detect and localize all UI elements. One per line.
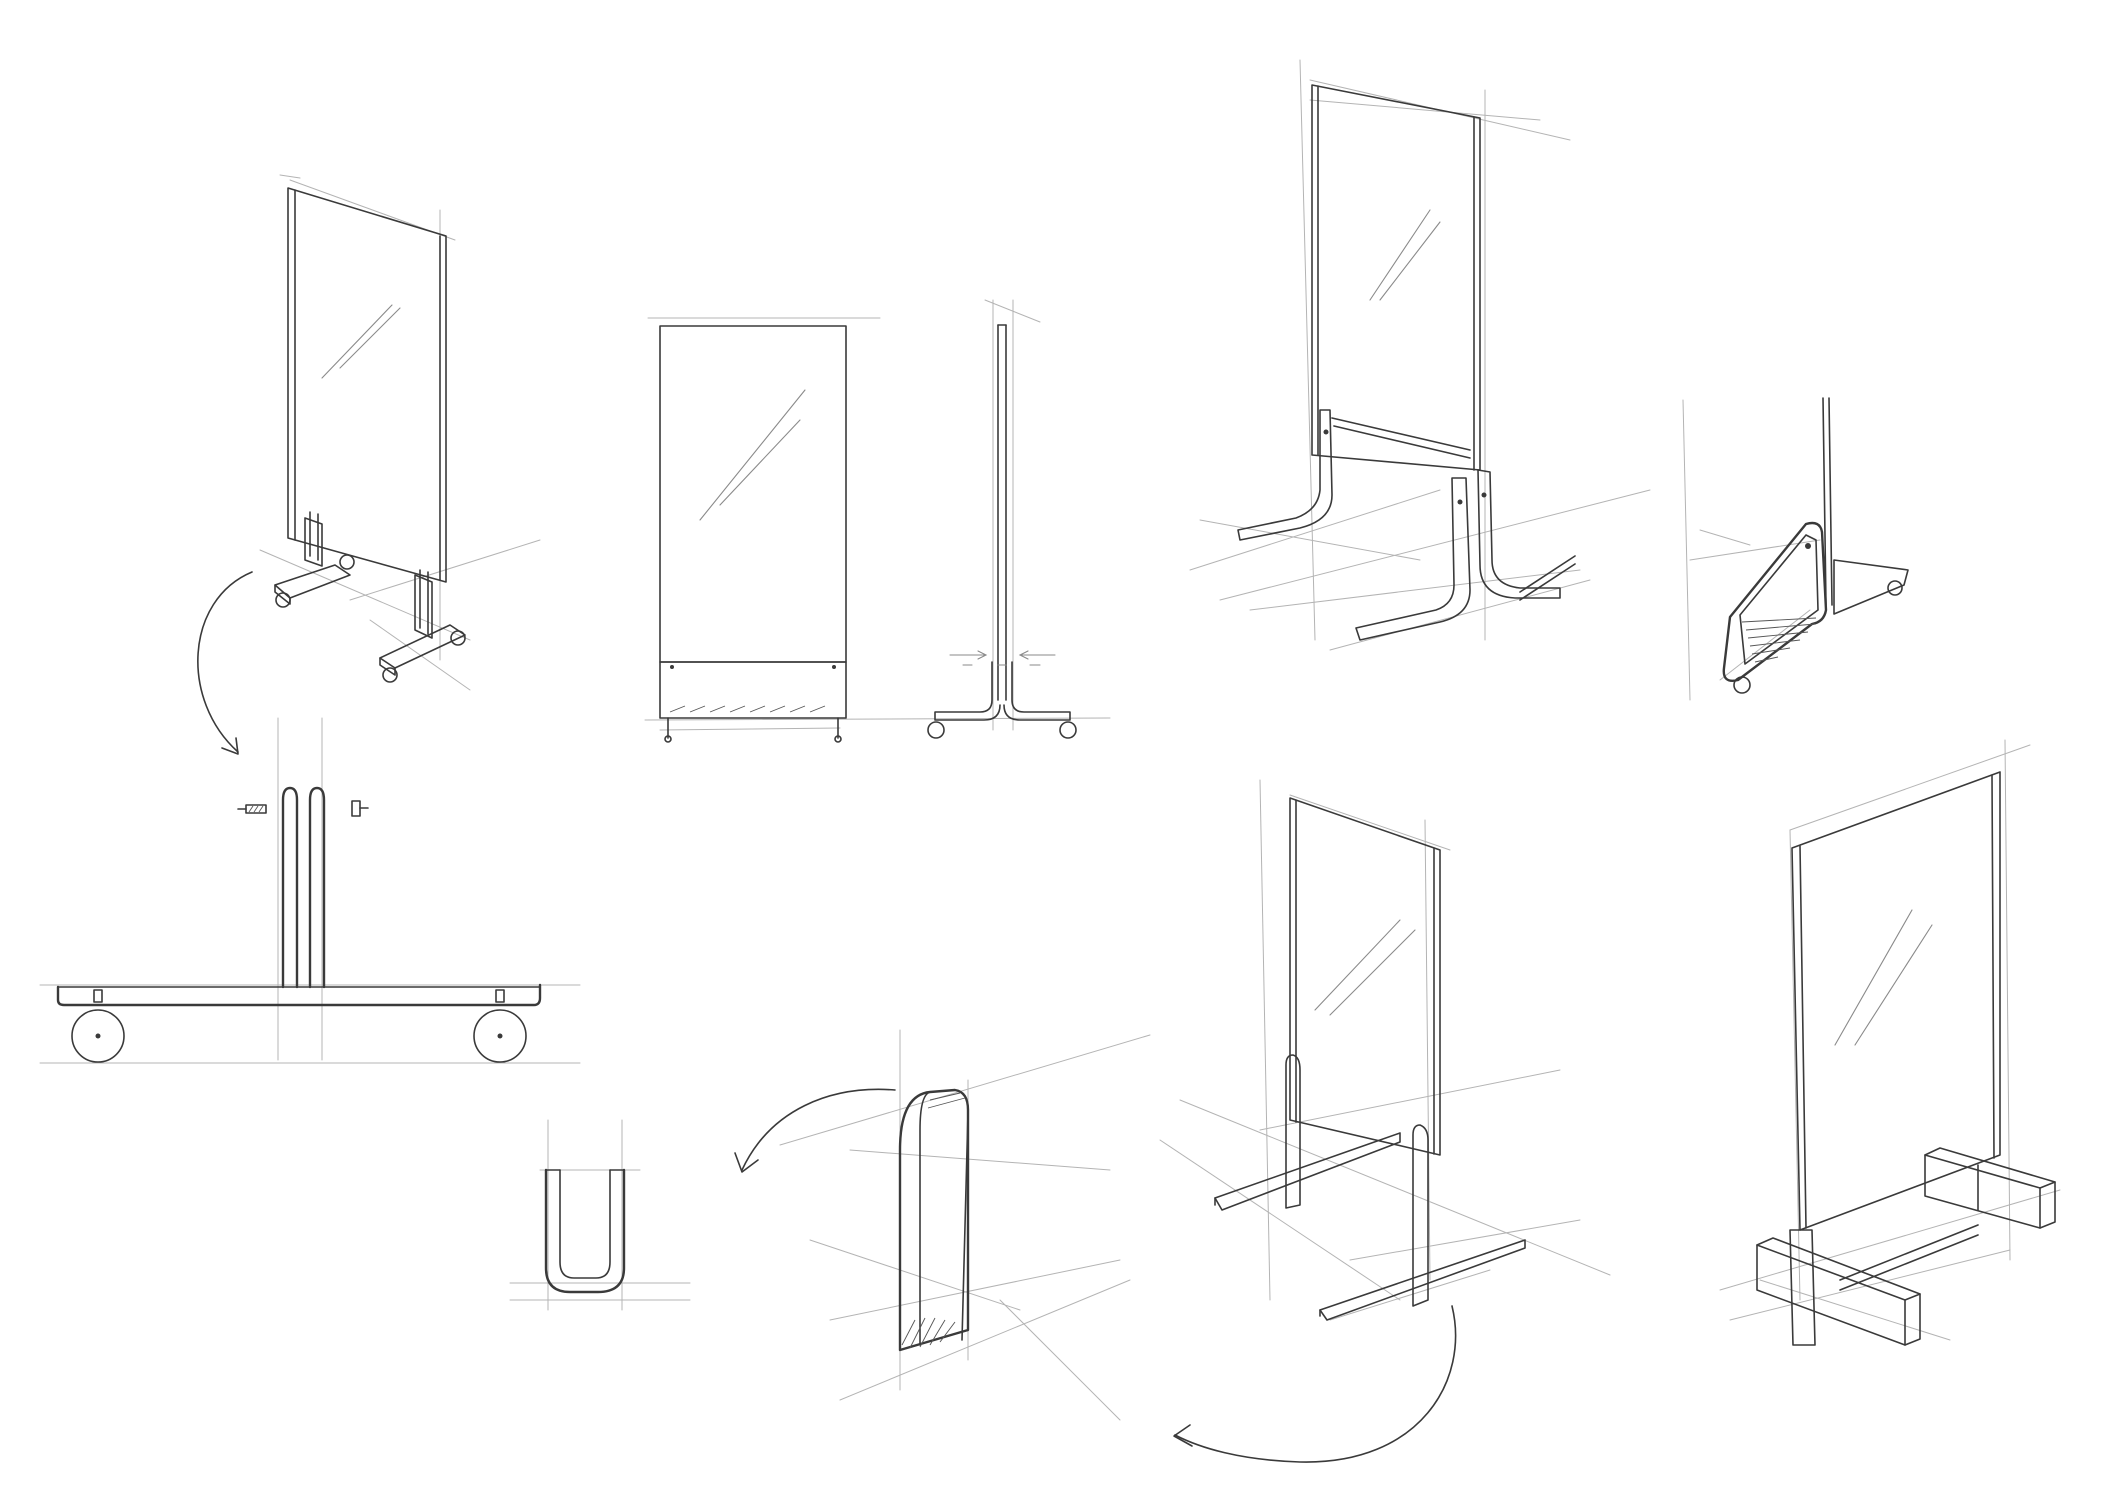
front-elevation-base-with-wheels	[39, 717, 581, 1064]
front-elevation-screen	[644, 317, 1111, 743]
detail-rounded-upright	[779, 1029, 1151, 1421]
curved-arrow-bottom	[1173, 1305, 1457, 1463]
perspective-screen-on-casters	[259, 174, 541, 691]
section-u-profile	[509, 1119, 691, 1311]
curved-arrow-middle	[734, 1088, 896, 1173]
curved-arrow-left	[197, 571, 253, 755]
side-elevation-screen	[927, 299, 1077, 739]
detail-triangular-foot	[1682, 397, 1909, 701]
perspective-screen-box-feet	[1719, 739, 2061, 1346]
perspective-screen-flat-base	[1159, 779, 1611, 1321]
perspective-tall-screen-bent-feet	[1189, 59, 1651, 651]
